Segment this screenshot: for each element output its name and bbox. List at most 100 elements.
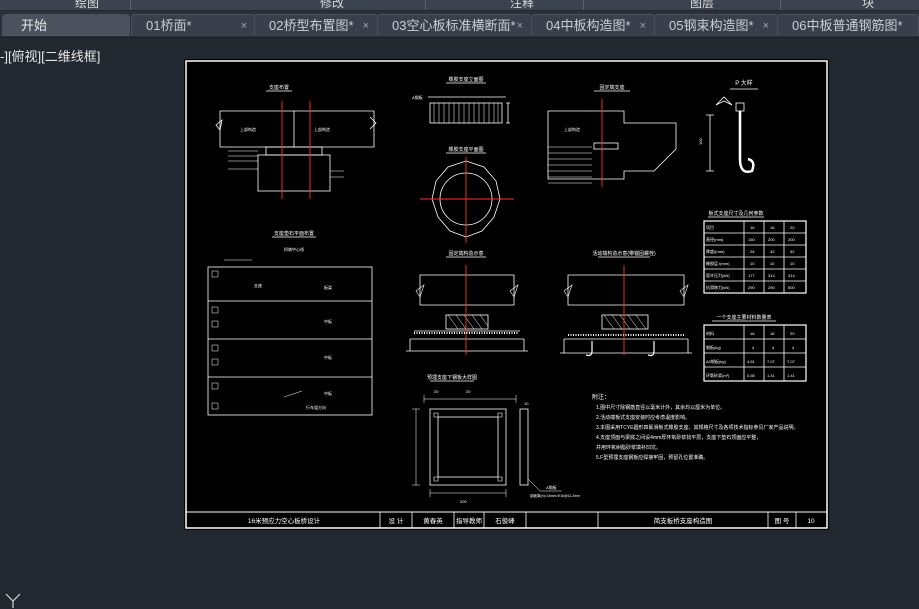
tab-label: 开始 xyxy=(21,18,48,33)
label-upper-beam: 上部构造 xyxy=(240,126,256,132)
view-fixed-end-section: 固定端构造示意 xyxy=(406,250,528,355)
view-bearing-plan: 橡胶支座平面图 xyxy=(420,146,514,243)
label-bearing-plate: A钢板 xyxy=(412,94,423,100)
panel-divider xyxy=(583,0,584,10)
ribbon-panel-titles: 绘图 修改 注释 图层 块 xyxy=(0,0,919,10)
label-upper-beam: 上部构造 xyxy=(314,126,330,132)
table-cell: 橡胶层 t(mm) xyxy=(706,260,730,266)
panel-title-draw[interactable]: 绘图 xyxy=(75,0,100,10)
table-cell: 314 xyxy=(788,273,795,278)
table-cell: 项目 xyxy=(706,224,714,230)
titleblock-project: 16米预应力空心板桥设计 xyxy=(248,516,321,525)
drawing-sheet[interactable]: 支座布置 上部构造 上部构造 橡胶支座立面图 A钢板 橡胶支座平面图 固定端支座 xyxy=(184,59,829,530)
view-fixed-end-support: 固定端支座 上部构造 xyxy=(547,84,677,187)
titleblock-number-label: 图 号 xyxy=(775,517,790,525)
table-cell: 4 xyxy=(792,345,795,350)
table-cell: 容许压力(kN) xyxy=(706,272,730,278)
title-block: 16米预应力空心板桥设计 设 计 黄春英 指导教师 石俊峰 简支板桥支座构造图 … xyxy=(248,512,815,528)
view-embedded-plate: 预埋支座下钢板大样图 20 20 200 A钢板 钢板厚(h)=16mm,Φ16… xyxy=(412,374,580,504)
view-sliding-end-section: 活动端构造示意(带锚固螺栓) xyxy=(560,250,692,357)
view-pier-plan-layout: 支座垫石平面布置 桥墩中心线 支座 板梁 中板 中板 中板 行车道方向 xyxy=(207,230,373,416)
close-icon[interactable]: × xyxy=(362,20,369,32)
dim-left: 20 xyxy=(434,389,439,394)
table-cell: 钢板(kg) xyxy=(706,344,722,350)
table-cell: 10 xyxy=(750,261,755,266)
tab-01-bridge-deck[interactable]: 01桥面* × xyxy=(131,14,256,36)
tab-03-hollow-slab-section[interactable]: 03空心板标准横断面*× xyxy=(377,14,532,36)
titleblock-review-label: 指导教师 xyxy=(456,516,483,525)
pier-row-label: 支座 xyxy=(254,282,262,288)
pier-row-label: 行车道方向 xyxy=(306,404,326,410)
tab-label: 04中板构造图* xyxy=(546,18,631,33)
close-icon[interactable]: × xyxy=(240,20,247,32)
tab-label: 06中板普通钢筋图* xyxy=(792,18,903,33)
pier-row-label: 中板 xyxy=(324,390,332,396)
table-cell: 0.65 xyxy=(747,373,756,378)
panel-title-annotate[interactable]: 注释 xyxy=(510,0,535,10)
table-cell: 4 xyxy=(752,345,755,350)
note-line: 3.本图采用TCYE圆形四氟滑板式橡胶支座，其规格尺寸及各项技术指标参见厂家产品… xyxy=(596,424,799,431)
tab-04-mid-slab[interactable]: 04中板构造图* × xyxy=(531,14,655,36)
table-cell: 10 xyxy=(790,261,795,266)
panel-divider xyxy=(780,0,781,10)
table-cell: 16 xyxy=(770,225,775,230)
view-title: 固定端构造示意 xyxy=(448,250,483,257)
titleblock-designer: 黄春英 xyxy=(423,516,443,525)
view-title: 橡胶支座立面图 xyxy=(448,76,483,83)
tab-start[interactable]: 开始 xyxy=(2,14,130,36)
table-cell: 16 xyxy=(750,331,755,336)
close-icon[interactable]: × xyxy=(639,20,646,32)
table-cell: 7.07 xyxy=(787,359,796,364)
table-cell: 4 xyxy=(772,345,775,350)
view-title: 支座垫石平面布置 xyxy=(274,230,314,237)
table-cell: 20 xyxy=(790,331,795,336)
view-bearing-elevation: 橡胶支座立面图 A钢板 xyxy=(412,76,510,124)
panel-title-modify[interactable]: 修改 xyxy=(320,0,345,10)
pier-row-label: 中板 xyxy=(324,318,332,324)
tab-label: 01桥面* xyxy=(146,18,192,33)
note-line: 2.活动端板式支座安装时应考虑温度影响。 xyxy=(596,414,690,421)
label-p-dim: 100 xyxy=(698,138,703,145)
view-support-layout: 支座布置 上部构造 上部构造 xyxy=(215,84,377,199)
titleblock-design-label: 设 计 xyxy=(389,516,404,525)
table-cell: A3钢板(kg) xyxy=(706,358,726,364)
notes-block: 附注： 1.图中尺寸除钢筋直径以毫米计外，其余均以厘米为单位。 2.活动端板式支… xyxy=(592,393,799,461)
close-icon[interactable]: × xyxy=(516,20,523,32)
tab-02-bridge-layout[interactable]: 02桥型布置图*× xyxy=(254,14,378,36)
tab-05-tendon[interactable]: 05钢束构造图* × xyxy=(654,14,778,36)
view-title: P 大样 xyxy=(735,79,753,87)
tab-06-rebar[interactable]: 06中板普通钢筋图* xyxy=(777,14,919,36)
dim-right: 10 xyxy=(524,401,529,406)
table-cell: 4.81 xyxy=(747,359,756,364)
table-cell: 150 xyxy=(748,237,755,242)
table-cell: 抗滑移力(kN) xyxy=(706,284,730,290)
table-cell: 7.07 xyxy=(767,359,776,364)
panel-title-layers[interactable]: 图层 xyxy=(690,0,715,10)
panel-divider xyxy=(425,0,426,10)
pier-row-label: 中板 xyxy=(324,354,332,360)
table-bearing-params: 板式支座尺寸及几何参数 项目 16 16 20 直径(mm) 150 200 2… xyxy=(703,210,807,294)
tab-label: 05钢束构造图* xyxy=(669,18,754,33)
table-title: 一个支座主要材料数量表 xyxy=(716,314,771,321)
dim-bottom: 200 xyxy=(460,499,467,504)
note-line: 5.F型预埋支座钢板应焊接牢固，预留孔位置准确。 xyxy=(596,454,708,461)
table-cell: 1.41 xyxy=(767,373,776,378)
panel-divider xyxy=(130,0,131,10)
view-title: 预埋支座下钢板大样图 xyxy=(427,374,477,381)
table-cell: 290 xyxy=(748,285,755,290)
drawing-frame xyxy=(185,60,828,529)
pier-row-label: 板梁 xyxy=(324,284,332,290)
table-cell: 直径(mm) xyxy=(706,236,724,242)
note-line: 4.支座顶面与梁底之间设4mm厚环氧砂浆找平层，支座下垫石顶面应平整， xyxy=(596,434,761,441)
panel-title-block[interactable]: 块 xyxy=(862,0,875,10)
close-icon[interactable]: × xyxy=(762,20,769,32)
note-line: 并用环氧树脂砂浆填补凹坑。 xyxy=(596,444,661,451)
table-cell: 200 xyxy=(788,237,795,242)
view-title: 活动端构造示意(带锚固螺栓) xyxy=(592,250,656,257)
table-cell: 16 xyxy=(750,225,755,230)
table-cell: 16 xyxy=(770,331,775,336)
view-p-hook: P 大样 100 xyxy=(698,79,758,173)
table-cell: 材料 xyxy=(706,330,714,336)
notes-title: 附注： xyxy=(592,393,610,401)
viewport-controls-label[interactable]: -][俯视][二维线框] xyxy=(0,49,101,64)
